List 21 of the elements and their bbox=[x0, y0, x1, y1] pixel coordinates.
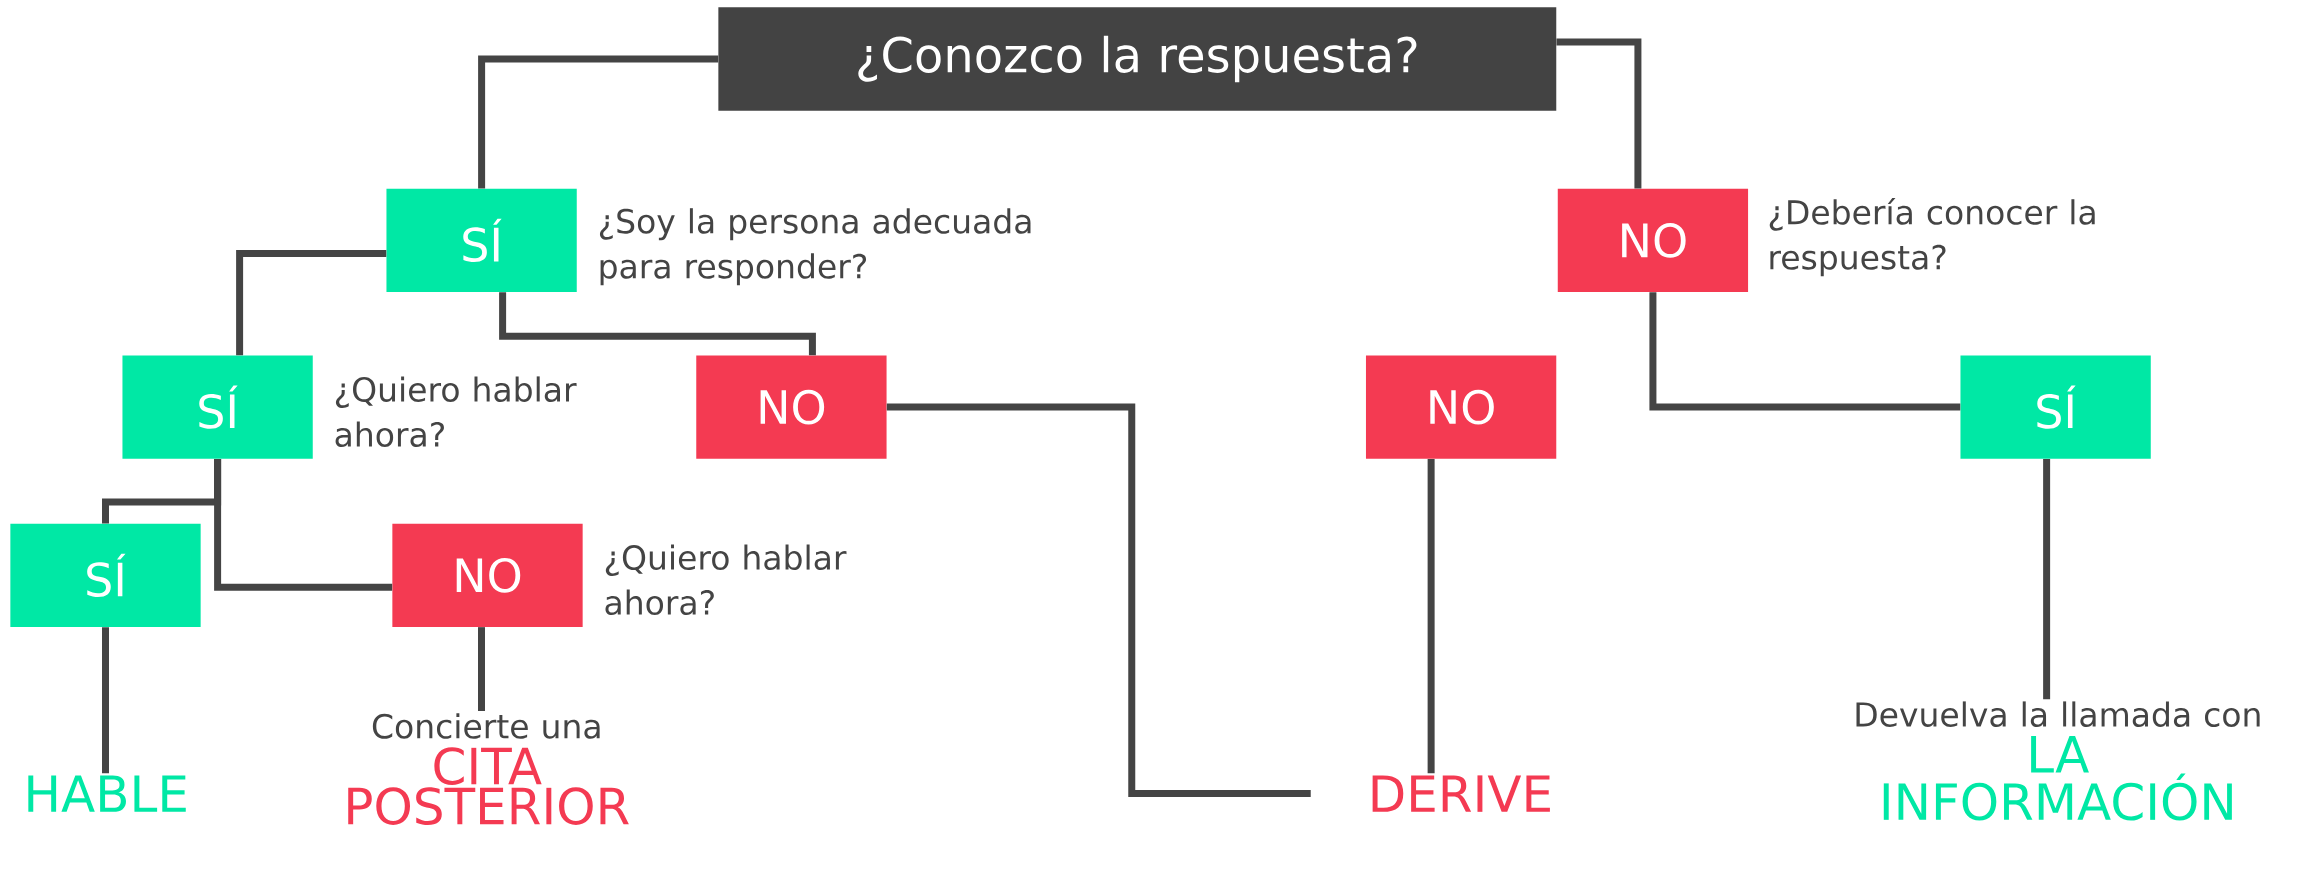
question-text: ¿Quiero hablar ahora? bbox=[605, 544, 847, 616]
question-box: ¿Conozco la respuesta? bbox=[718, 7, 1557, 111]
outcome-text: DERIVE bbox=[1372, 775, 1550, 812]
connector bbox=[214, 458, 393, 591]
answer-box: NO bbox=[392, 523, 583, 627]
answer-box: NO bbox=[1557, 188, 1749, 293]
outcome-text: Concierte una CITA POSTERIOR bbox=[348, 713, 629, 825]
outcome-text: HABLE bbox=[28, 775, 186, 812]
answer-box: NO bbox=[1365, 355, 1557, 459]
connector bbox=[236, 249, 387, 356]
answer-box: SÍ bbox=[386, 188, 577, 293]
outcome-text: Devuelva la llamada con LA INFORMACIÓN bbox=[1856, 701, 2260, 821]
answer-box: SÍ bbox=[10, 523, 201, 627]
question-text: ¿Debería conocer la respuesta? bbox=[1769, 197, 2095, 277]
answer-box: SÍ bbox=[122, 355, 313, 459]
answer-box: SÍ bbox=[1960, 355, 2151, 459]
question-text: ¿Quiero hablar ahora? bbox=[335, 376, 577, 447]
connector bbox=[1427, 458, 1435, 774]
answer-box: NO bbox=[696, 355, 887, 459]
question-text: ¿Soy la persona adecuada para responder? bbox=[599, 208, 1031, 286]
connector bbox=[2043, 458, 2051, 700]
